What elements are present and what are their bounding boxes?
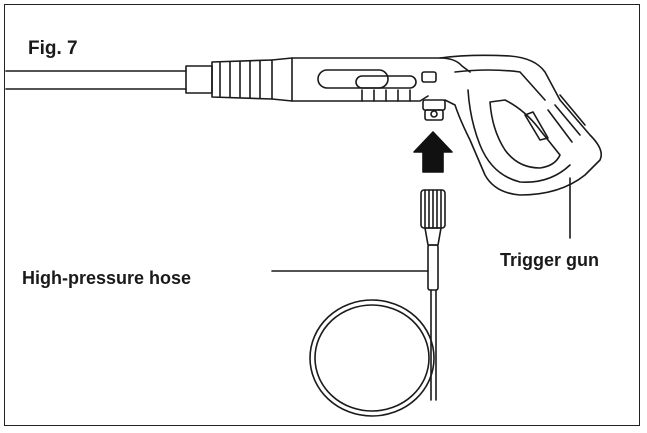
gun-handle [439,54,603,196]
lance-coupling [185,57,293,102]
trigger-gun-label: Trigger gun [500,250,599,270]
high-pressure-hose [309,289,437,417]
gun-barrel [291,57,471,102]
gun-inlet-port [422,99,446,121]
connect-arrow-icon [413,131,453,173]
spray-lance [5,70,187,90]
figure-title: Fig. 7 [28,38,78,59]
hose-label: High-pressure hose [22,268,192,288]
figure-frame [4,4,640,426]
hose-connector [420,189,446,291]
